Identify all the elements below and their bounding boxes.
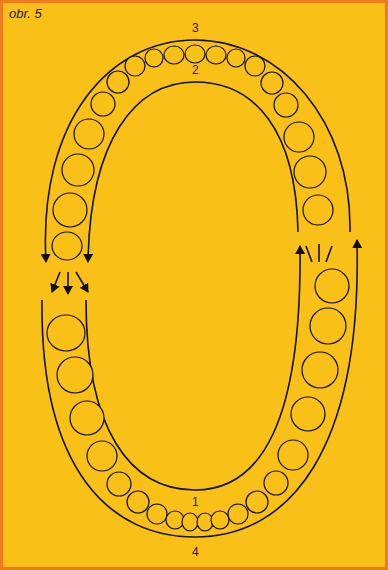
callout-number: 1 — [192, 495, 199, 509]
callout-number: 4 — [192, 545, 199, 559]
figure-title: obr. 5 — [9, 6, 42, 21]
callout-number: 2 — [192, 63, 199, 77]
callout-number: 3 — [192, 21, 199, 35]
